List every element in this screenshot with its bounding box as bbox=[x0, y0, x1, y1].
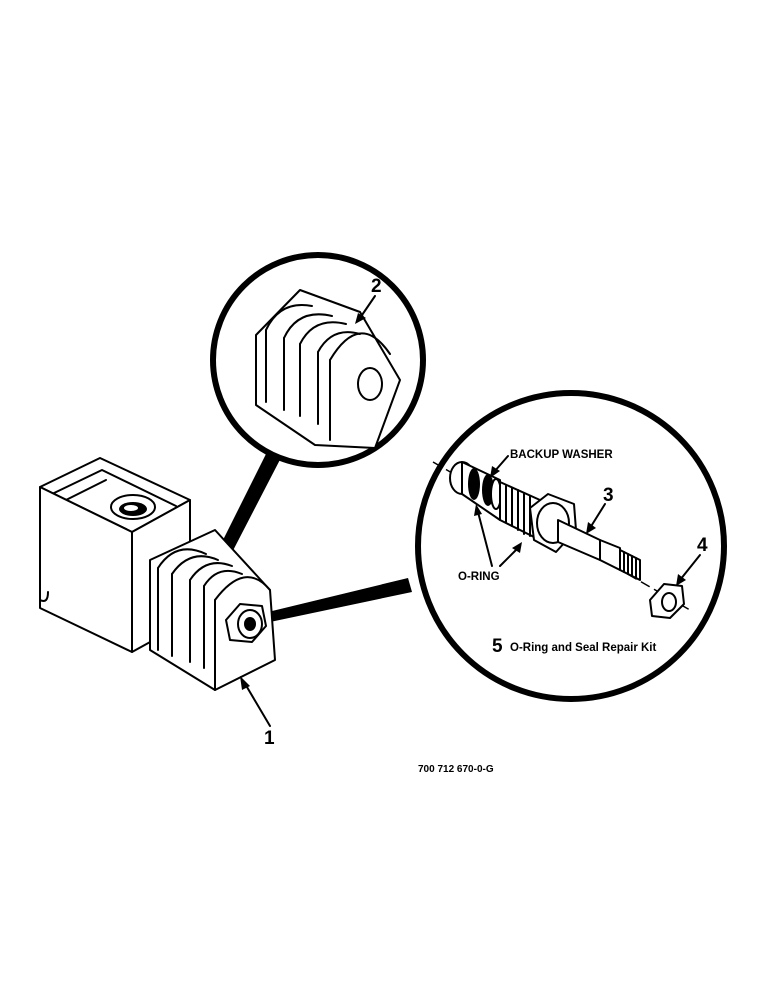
label-repair-kit: O-Ring and Seal Repair Kit bbox=[510, 642, 656, 654]
detail-connector-right bbox=[268, 578, 412, 622]
leader-o-ring-1-arrow bbox=[474, 504, 482, 516]
leader-o-ring-2-arrow bbox=[512, 542, 522, 553]
leader-part-3 bbox=[589, 503, 606, 529]
label-backup-washer: BACKUP WASHER bbox=[510, 449, 613, 461]
leader-o-ring-1 bbox=[477, 511, 493, 567]
label-o-ring: O-RING bbox=[458, 571, 500, 583]
callout-part-3: 3 bbox=[603, 485, 614, 506]
callout-part-1: 1 bbox=[264, 728, 275, 749]
leader-part-1-arrow bbox=[240, 676, 250, 690]
leader-part-4-arrow bbox=[676, 574, 686, 586]
leader-part-3-arrow bbox=[586, 522, 596, 534]
detail-connector-top bbox=[215, 442, 285, 566]
coil-detail bbox=[255, 289, 401, 449]
leader-part-2-arrow bbox=[355, 313, 366, 324]
solenoid-coil bbox=[149, 529, 276, 691]
callout-part-2: 2 bbox=[371, 276, 382, 297]
leader-backup-washer-arrow bbox=[490, 466, 500, 478]
leader-part-1 bbox=[243, 681, 271, 727]
leader-part-4 bbox=[679, 554, 701, 581]
callout-part-5: 5 bbox=[492, 636, 503, 657]
callout-part-4: 4 bbox=[697, 535, 708, 556]
figure-code: 700 712 670-0-G bbox=[418, 764, 494, 775]
valve-block bbox=[39, 457, 191, 653]
leader-o-ring-2 bbox=[499, 547, 519, 567]
lock-nut bbox=[649, 583, 685, 619]
leader-part-2 bbox=[359, 295, 376, 319]
